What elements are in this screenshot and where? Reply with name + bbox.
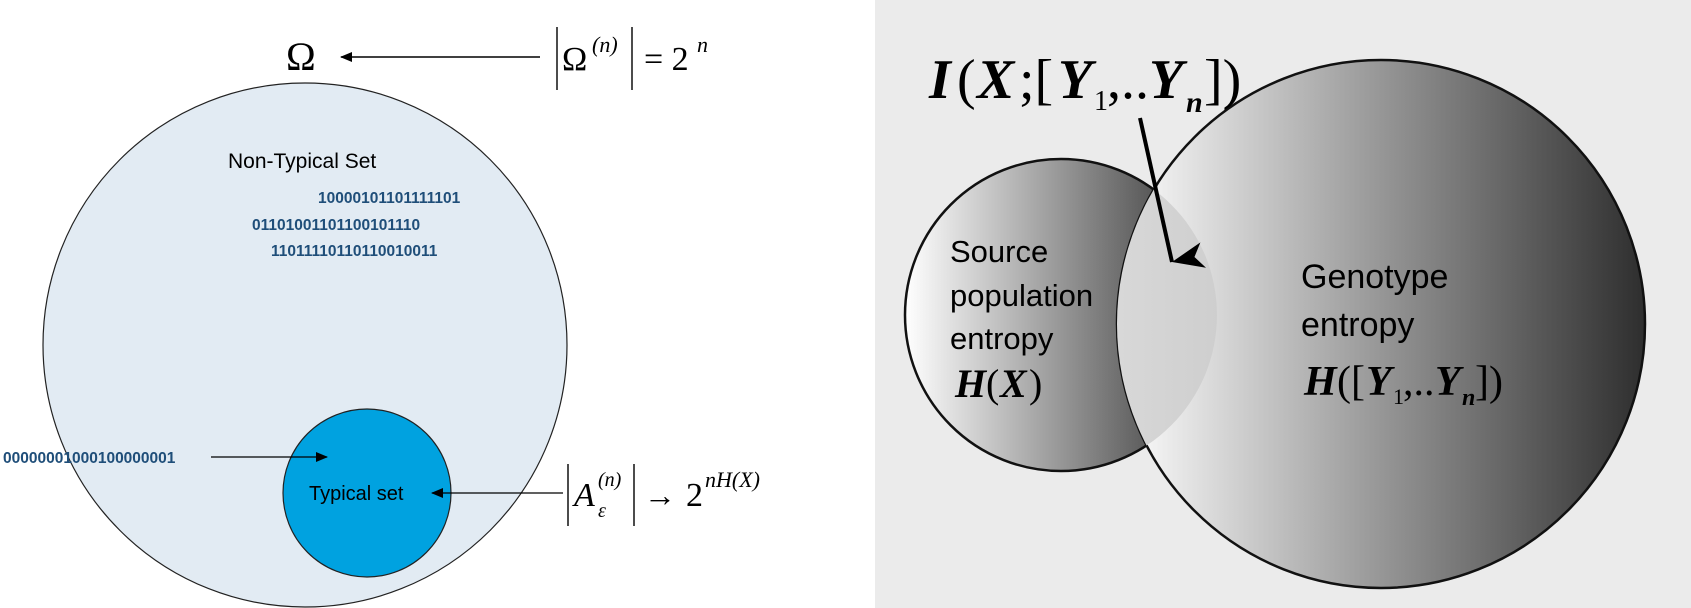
- mi-sep: ;[: [1019, 49, 1053, 111]
- typical-sequence: 00000001000100000001: [3, 450, 176, 467]
- mi-x: X: [975, 49, 1016, 111]
- genotype-dots: ,..: [1403, 359, 1435, 405]
- mi-dots: ,..: [1107, 49, 1149, 111]
- mi-sub1: 1: [1094, 86, 1108, 117]
- sequence-item: 01101001101100101110: [252, 217, 420, 234]
- omega-symbol: Ω: [286, 34, 316, 79]
- genotype-label-line: entropy: [1301, 306, 1414, 344]
- omega-size-exponent: n: [697, 32, 708, 57]
- mutual-information-arrow: [1138, 117, 1207, 268]
- source-entropy-formula: H ( X ): [954, 361, 1042, 406]
- omega-size-rhs: = 2: [644, 41, 689, 78]
- typical-set-label: Typical set: [309, 483, 404, 505]
- typical-set-diagram: Ω Ω (n) = 2 n Non-Typical Set 1000010110…: [3, 27, 760, 608]
- omega-size-superscript: (n): [592, 32, 618, 57]
- omega-size-formula: Ω (n) = 2 n: [556, 27, 708, 90]
- source-label-line: population: [950, 278, 1093, 313]
- genotype-h: H: [1303, 359, 1338, 405]
- sequence-item: 11011110110110010011: [271, 243, 438, 260]
- source-label-line: entropy: [950, 321, 1054, 356]
- source-x: X: [998, 361, 1028, 406]
- mi-y1: Y: [1058, 49, 1097, 111]
- sequence-item: 10000101101111101: [318, 190, 461, 207]
- mutual-information-formula: I ( X ;[ Y 1 ,.. Y n ]): [928, 49, 1241, 119]
- mi-close: ]): [1204, 49, 1241, 111]
- source-open: (: [986, 361, 999, 406]
- genotype-label-line: Genotype: [1301, 258, 1448, 296]
- typical-size-subscript: ε: [598, 500, 606, 522]
- omega-size-base: Ω: [562, 41, 587, 78]
- typical-size-exponent: nH(X): [705, 467, 760, 492]
- source-close: ): [1029, 361, 1042, 406]
- genotype-subn: n: [1462, 385, 1475, 411]
- genotype-close: ]): [1475, 359, 1503, 405]
- mi-open: (: [957, 49, 976, 111]
- non-typical-set-label: Non-Typical Set: [228, 150, 376, 173]
- genotype-open: ([: [1337, 359, 1365, 405]
- typical-size-base: A: [572, 477, 595, 514]
- mi-yn: Y: [1149, 49, 1188, 111]
- genotype-yn: Y: [1435, 359, 1464, 405]
- entropy-venn-diagram: I ( X ;[ Y 1 ,.. Y n ]) Source populatio…: [875, 0, 1691, 608]
- typical-set-svg: Ω Ω (n) = 2 n Non-Typical Set 1000010110…: [3, 27, 760, 608]
- genotype-sub1: 1: [1393, 384, 1404, 409]
- typical-size-arrow-symbol: →: [644, 477, 676, 513]
- typical-size-superscript: (n): [598, 469, 622, 491]
- mi-prefix: I: [928, 49, 953, 111]
- typical-size-formula: A (n) ε → 2 nH(X): [567, 464, 760, 526]
- venn-svg: I ( X ;[ Y 1 ,.. Y n ]) Source populatio…: [903, 49, 1647, 590]
- source-label-line: Source: [950, 234, 1048, 269]
- source-h: H: [954, 361, 988, 406]
- mi-subn: n: [1186, 86, 1203, 119]
- genotype-y1: Y: [1366, 359, 1395, 405]
- typical-size-rhs: 2: [686, 477, 703, 514]
- genotype-entropy-formula: H ([ Y 1 ,.. Y n ]): [1303, 359, 1503, 411]
